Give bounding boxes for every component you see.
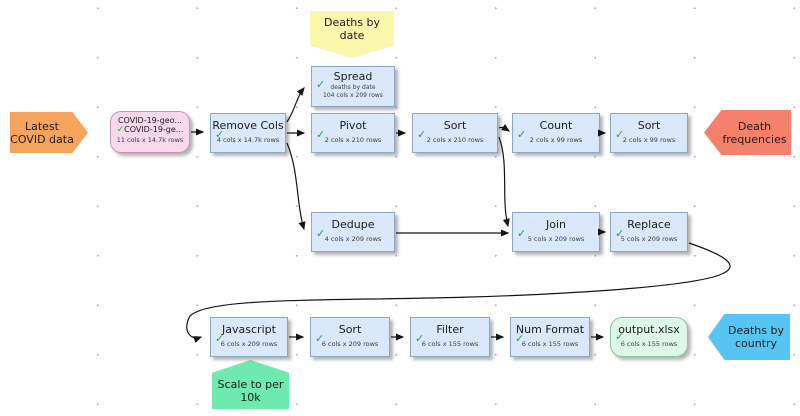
node-filter[interactable]: ✓ Filter 6 cols x 155 rows — [410, 317, 490, 357]
node-replace[interactable]: ✓ Replace 5 cols x 209 rows — [610, 212, 688, 252]
check-icon: ✓ — [515, 332, 525, 345]
comment-deaths-by-date[interactable]: Deaths by date — [310, 11, 394, 58]
node-dedupe[interactable]: ✓ Dedupe 4 cols x 209 rows — [311, 212, 395, 252]
source-file-2: ✓COVID-19-ge... — [116, 125, 184, 135]
check-icon: ✓ — [517, 227, 527, 240]
comment-label: Death frequencies — [722, 119, 787, 146]
node-sort-1[interactable]: ✓ Sort 2 cols x 210 rows — [412, 113, 498, 153]
edge-removecols-dedupe — [286, 142, 306, 231]
node-title: Sort — [637, 119, 661, 132]
node-stats: 2 cols x 210 rows — [324, 136, 382, 144]
node-sort-3[interactable]: ✓ Sort 6 cols x 209 rows — [310, 317, 390, 357]
check-icon: ✓ — [316, 78, 326, 91]
node-stats: 2 cols x 99 rows — [529, 136, 583, 144]
node-stats: 6 cols x 155 rows — [620, 340, 678, 348]
edge-removecols-spread — [286, 87, 305, 123]
node-title: Replace — [627, 218, 671, 231]
comment-label: Deaths by country — [728, 324, 784, 350]
node-title: Pivot — [339, 119, 367, 132]
comment-label: Deaths by date — [324, 15, 380, 42]
comment-scale-to-per-10k[interactable]: Scale to per 10k — [212, 360, 289, 409]
node-stats: 2 cols x 210 rows — [426, 136, 484, 144]
node-title: Count — [539, 119, 573, 132]
check-icon: ✓ — [215, 128, 225, 141]
node-output-xlsx[interactable]: ✓ output.xlsx 6 cols x 155 rows — [610, 317, 688, 357]
check-icon: ✓ — [315, 332, 325, 345]
node-num-format[interactable]: ✓ Num Format 6 cols x 155 rows — [510, 317, 590, 357]
check-icon: ✓ — [417, 128, 427, 141]
comment-label: Scale to per 10k — [217, 377, 284, 404]
node-stats: 5 cols x 209 rows — [620, 235, 678, 243]
check-icon: ✓ — [215, 332, 225, 345]
node-title: Spread — [333, 70, 373, 83]
check-icon: ✓ — [316, 128, 326, 141]
check-icon: ✓ — [615, 227, 625, 240]
node-stats: 5 cols x 209 rows — [527, 235, 585, 243]
check-icon: ✓ — [615, 330, 625, 343]
check-icon: ✓ — [517, 128, 527, 141]
node-title: Dedupe — [331, 218, 375, 231]
node-stats: 6 cols x 155 rows — [521, 340, 579, 348]
comment-latest-covid-data[interactable]: Latest COVID data — [10, 112, 88, 153]
node-remove-cols[interactable]: ✓ Remove Cols 4 cols x 14.7k rows — [210, 113, 286, 153]
node-title: Sort — [443, 119, 467, 132]
comment-label: Latest COVID data — [10, 119, 74, 146]
node-stats: 11 cols x 14.7k rows — [116, 136, 184, 144]
comment-death-frequencies[interactable]: Death frequencies — [704, 110, 791, 155]
node-stats: 6 cols x 209 rows — [321, 340, 379, 348]
check-icon: ✓ — [415, 332, 425, 345]
node-javascript[interactable]: ✓ Javascript 6 cols x 209 rows — [210, 317, 288, 357]
node-stats: 104 cols x 209 rows — [323, 92, 383, 99]
node-stats: 6 cols x 155 rows — [421, 340, 479, 348]
comment-deaths-by-country[interactable]: Deaths by country — [708, 314, 790, 360]
node-stats: 2 cols x 99 rows — [622, 136, 676, 144]
edge-sort-join — [498, 136, 510, 228]
node-count[interactable]: ✓ Count 2 cols x 99 rows — [512, 113, 600, 153]
node-stats: 4 cols x 14.7k rows — [216, 136, 280, 144]
edge-sort-count — [498, 124, 510, 132]
node-stats: 4 cols x 209 rows — [324, 235, 382, 243]
node-join[interactable]: ✓ Join 5 cols x 209 rows — [512, 212, 600, 252]
node-comment: deaths by date — [330, 84, 376, 91]
node-sort-2[interactable]: ✓ Sort 2 cols x 99 rows — [610, 113, 688, 153]
source-file-1: COVID-19-geo... — [117, 116, 183, 125]
check-icon: ✓ — [615, 128, 625, 141]
check-icon: ✓ — [116, 125, 125, 135]
node-source-covid-file[interactable]: COVID-19-geo... ✓COVID-19-ge... 11 cols … — [110, 111, 190, 153]
node-pivot[interactable]: ✓ Pivot 2 cols x 210 rows — [311, 113, 395, 153]
node-title: Remove Cols — [212, 119, 284, 132]
node-title: Join — [545, 218, 566, 231]
node-spread[interactable]: ✓ Spread deaths by date 104 cols x 209 r… — [311, 66, 395, 107]
check-icon: ✓ — [316, 227, 326, 240]
node-stats: 6 cols x 209 rows — [220, 340, 278, 348]
